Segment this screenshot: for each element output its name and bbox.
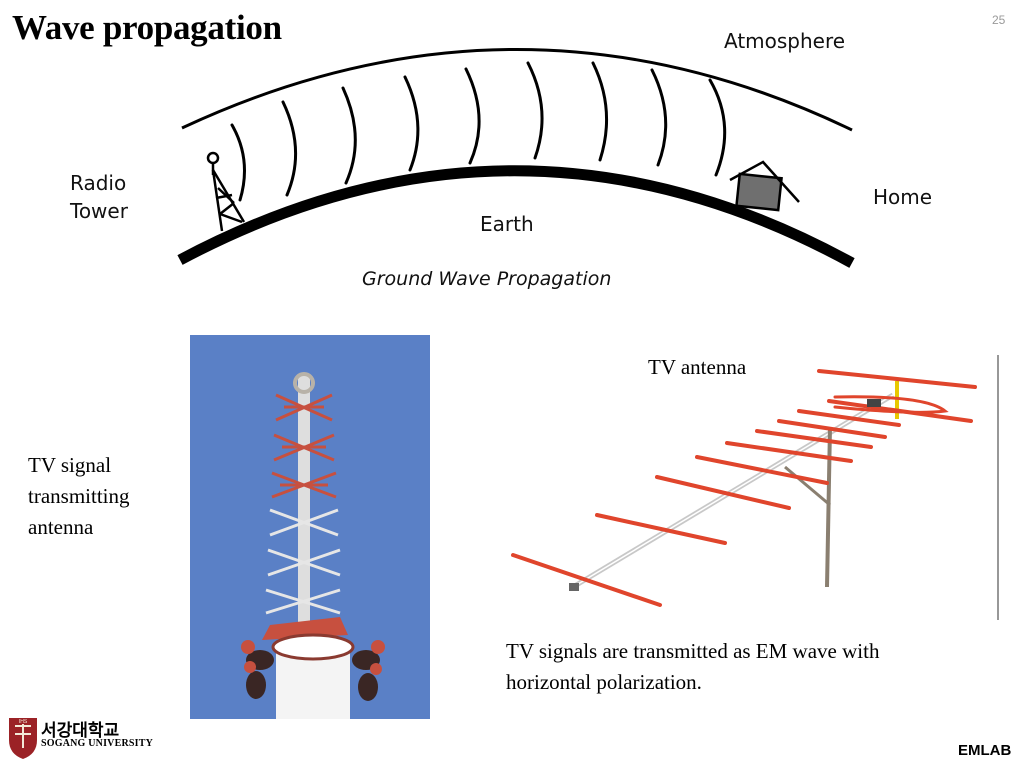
tower-label: Tower	[69, 199, 129, 223]
radio-label: Radio	[70, 171, 126, 195]
earth-label: Earth	[480, 212, 534, 236]
university-crest-icon: IHS	[9, 718, 37, 759]
page-number: 25	[992, 13, 1006, 27]
radio-tower-icon	[206, 151, 246, 232]
university-name-english: SOGANG UNIVERSITY	[41, 738, 154, 749]
atmosphere-label: Atmosphere	[724, 29, 845, 53]
polarization-note: TV signals are transmitted as EM wave wi…	[506, 639, 880, 694]
atmosphere-arc	[181, 48, 853, 132]
tv-transmitting-antenna-photo	[190, 335, 430, 719]
university-name-korean: 서강대학교	[41, 721, 120, 741]
ground-wave-diagram: Atmosphere Radio Tower Earth Home Ground…	[69, 29, 932, 290]
home-label: Home	[873, 185, 932, 209]
tv-antenna-photo	[511, 355, 999, 620]
footer-lab-name: EMLAB	[958, 742, 1012, 759]
svg-text:IHS: IHS	[19, 719, 28, 725]
slide-title: Wave propagation	[12, 8, 282, 47]
transmitting-antenna-caption: TV signal transmitting antenna	[28, 453, 130, 539]
diagram-caption: Ground Wave Propagation	[362, 268, 611, 290]
earth-arc	[177, 165, 855, 268]
wavefronts	[230, 61, 727, 202]
tv-antenna-caption: TV antenna	[648, 355, 747, 379]
home-icon	[729, 160, 800, 212]
